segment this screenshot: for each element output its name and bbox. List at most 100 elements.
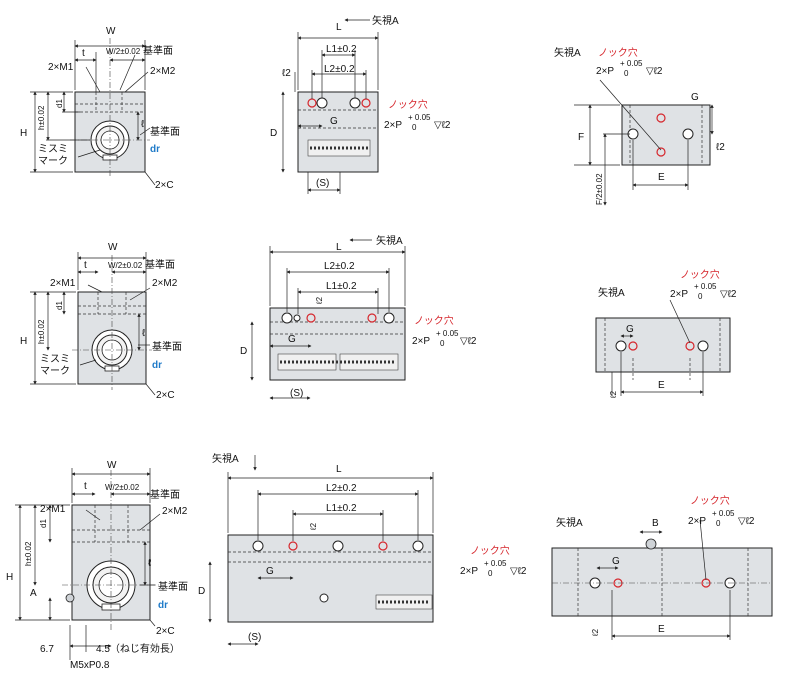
m1-label-3: 2×M1 [40, 504, 66, 515]
knock-label-3: ノック穴 [414, 314, 454, 327]
L-label: L [336, 22, 342, 33]
H-label: H [20, 128, 27, 139]
D-label-3: D [198, 586, 205, 597]
side-view-2: L 矢視A L2±0.2 L1±0.2 ℓ2 G D (S) ノック穴 2×P … [240, 234, 477, 400]
H-label-3: H [6, 572, 13, 583]
ptol-dn-6: 0 [716, 519, 721, 528]
E-label-2: E [658, 380, 665, 391]
ptol-dn-3: 0 [440, 339, 445, 348]
knock-label-2: ノック穴 [598, 46, 638, 59]
base-label-side-3: 基準面 [158, 580, 188, 593]
viewA-label: 矢視A [554, 46, 581, 59]
E-label: E [658, 172, 665, 183]
base-label-top-3: 基準面 [150, 488, 180, 501]
l2-label-3: ℓ2 [315, 296, 324, 305]
base-label-top-2: 基準面 [145, 258, 175, 271]
L2-label-2: L2±0.2 [324, 261, 355, 272]
px-label: 2×P [384, 120, 402, 131]
dim45-label: 4.5（ねじ有効長） [96, 642, 180, 655]
G-label-6: G [612, 556, 620, 567]
ell-label-3: ℓ [148, 558, 152, 569]
pdepth-label-5: ▽ℓ2 [510, 566, 527, 577]
pdepth-label: ▽ℓ2 [434, 120, 451, 131]
dim67-label: 6.7 [40, 644, 54, 655]
l2-label-6: ℓ2 [591, 628, 600, 637]
B-label: B [652, 518, 659, 529]
knock-label: ノック穴 [388, 98, 428, 111]
G-label: G [330, 116, 338, 127]
t-label-2: t [84, 260, 87, 271]
ptol-dn-2: 0 [624, 69, 629, 78]
view-a-2: 矢視A ノック穴 2×P + 0.05 0 ▽ℓ2 G E ℓ2 [595, 268, 737, 399]
front-view-3: W t W/2±0.02 基準面 2×M1 2×M2 H h±0.02 d1 ℓ… [6, 460, 188, 671]
G-label-2: G [691, 92, 699, 103]
t-label-3: t [84, 481, 87, 492]
arrowA-label-3: 矢視A [212, 452, 239, 465]
arrowA-label: 矢視A [372, 14, 399, 27]
G-label-5: G [266, 566, 274, 577]
ptol-up-5: + 0.05 [484, 559, 507, 568]
L2-label: L2±0.2 [324, 64, 355, 75]
W-label-2: W [108, 242, 118, 253]
L1-label-3: L1±0.2 [326, 503, 357, 514]
side-view-3: 矢視A L L2±0.2 L1±0.2 ℓ2 G D (S) ノック穴 2×P … [198, 452, 527, 646]
base-label-side: 基準面 [150, 125, 180, 138]
mark-label-2a: ミスミ [40, 354, 70, 365]
dr-label-2: dr [152, 360, 162, 371]
pdepth-label-4: ▽ℓ2 [720, 289, 737, 300]
ell-label: ℓ [141, 119, 145, 130]
d1-label: d1 [55, 99, 64, 108]
ptol-up-6: + 0.05 [712, 509, 735, 518]
c2-label: 2×C [155, 180, 174, 191]
viewA-label-3: 矢視A [556, 516, 583, 529]
base-label-side-2: 基準面 [152, 340, 182, 353]
ell-label-2: ℓ [142, 328, 146, 339]
S-label-2: (S) [290, 388, 303, 399]
L1-label-2: L1±0.2 [326, 281, 357, 292]
G-label-4: G [626, 324, 634, 335]
m2-label: 2×M2 [150, 66, 176, 77]
G-label-3: G [288, 334, 296, 345]
l2-label-5: ℓ2 [309, 522, 318, 531]
arrowA-label-2: 矢視A [376, 234, 403, 247]
dr-label-3: dr [158, 600, 168, 611]
px-label-5: 2×P [460, 566, 478, 577]
pdepth-label-2: ▽ℓ2 [646, 66, 663, 77]
m1-label-2: 2×M1 [50, 278, 76, 289]
pdepth-label-6: ▽ℓ2 [738, 516, 755, 527]
viewA-label-2: 矢視A [598, 286, 625, 299]
W2-label-2: W/2±0.02 [108, 261, 143, 270]
knock-label-6: ノック穴 [690, 494, 730, 507]
ptol-up-4: + 0.05 [694, 282, 717, 291]
px-label-4: 2×P [670, 289, 688, 300]
W-label-3: W [107, 460, 117, 471]
ptol-up-3: + 0.05 [436, 329, 459, 338]
ptol-dn: 0 [412, 123, 417, 132]
h-label-2: h±0.02 [37, 319, 46, 344]
dr-label: dr [150, 144, 160, 155]
S-label-3: (S) [248, 632, 261, 643]
m2-label-2: 2×M2 [152, 278, 178, 289]
l2-label-4: ℓ2 [609, 390, 618, 399]
W-label: W [106, 26, 116, 37]
view-a-3: 矢視A ノック穴 2×P + 0.05 0 ▽ℓ2 B G E ℓ2 [551, 494, 773, 640]
mark-label-1: ミスミ [38, 144, 68, 155]
E-label-3: E [658, 624, 665, 635]
m1-label: 2×M1 [48, 62, 74, 73]
h-label: h±0.02 [37, 105, 46, 130]
ptol-up: + 0.05 [408, 113, 431, 122]
px-label-6: 2×P [688, 516, 706, 527]
base-label-top: 基準面 [143, 44, 173, 57]
mark-label-2: マーク [38, 155, 68, 167]
front-view-2: W t W/2±0.02 基準面 2×M1 2×M2 H h±0.02 d1 ℓ… [20, 242, 182, 401]
d1-label-2: d1 [55, 301, 64, 310]
ptol-dn-4: 0 [698, 292, 703, 301]
m2-label-3: 2×M2 [162, 506, 188, 517]
knock-label-5: ノック穴 [470, 544, 510, 557]
m5-label: M5xP0.8 [70, 660, 110, 671]
L2-label-3: L2±0.2 [326, 483, 357, 494]
W2-label-3: W/2±0.02 [105, 483, 140, 492]
L-label-3: L [336, 464, 342, 475]
d1-label-3: d1 [39, 519, 48, 528]
